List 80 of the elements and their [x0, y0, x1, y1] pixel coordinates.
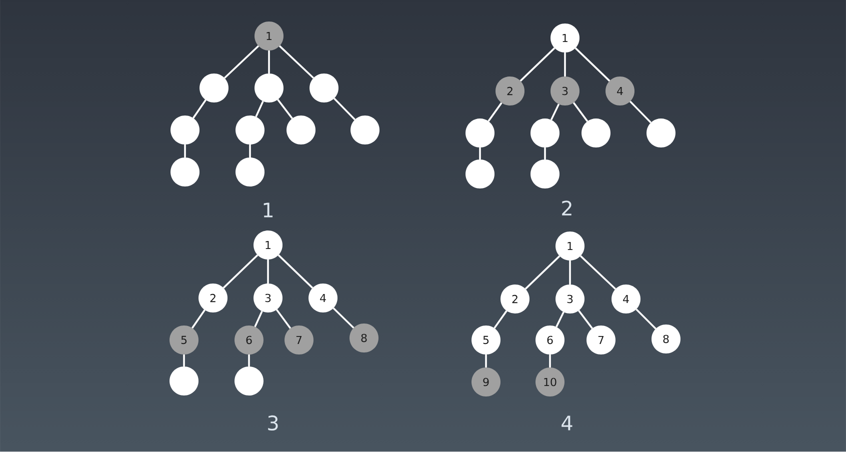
- tree-edge: [544, 148, 546, 160]
- tree-node: [582, 118, 610, 148]
- tree-node: 7: [586, 325, 616, 354]
- tree-node: 8: [350, 323, 378, 352]
- tree-edge: [334, 98, 356, 120]
- tree-node: 8: [652, 324, 680, 354]
- tree-node: 3: [550, 76, 580, 106]
- tree-node: [170, 158, 200, 186]
- tree-node: 4: [612, 284, 640, 314]
- tree-edge: [479, 148, 481, 160]
- tree-edge: [574, 47, 610, 82]
- tree-node: 6: [536, 325, 564, 354]
- tree-node: 4: [606, 76, 634, 106]
- tree-node: [310, 74, 338, 102]
- step-number: 3: [268, 415, 278, 431]
- tree-edge: [488, 102, 502, 122]
- tree-node: [170, 116, 200, 144]
- tree-edge: [192, 99, 207, 119]
- tree-node: 5: [472, 325, 500, 354]
- tree-edge: [485, 354, 487, 368]
- tree-node: [254, 74, 284, 102]
- tree-node: 1: [550, 24, 580, 52]
- tree-edge: [572, 102, 588, 122]
- tree-edge: [255, 100, 264, 118]
- tree-node: [466, 160, 494, 188]
- tree-edge: [248, 354, 250, 366]
- tree-edge: [550, 104, 560, 120]
- tree-edge: [249, 144, 251, 158]
- tree-edge: [276, 309, 292, 329]
- tree-edge: [332, 307, 354, 329]
- tree-node: 2: [198, 284, 228, 312]
- tree-node: 1: [254, 22, 284, 50]
- tree-edge: [277, 98, 293, 119]
- tree-node: 3: [556, 284, 584, 314]
- tree-edge: [494, 310, 508, 329]
- tree-node: [236, 116, 264, 144]
- tree-edge: [636, 308, 656, 330]
- tree-edge: [556, 312, 564, 328]
- tree-node: 6: [234, 325, 264, 354]
- tree-edge: [268, 50, 270, 74]
- tree-node: 2: [500, 284, 530, 314]
- tree-node: [170, 366, 198, 396]
- tree-node: 1: [254, 230, 282, 260]
- tree-edge: [549, 354, 551, 368]
- tree-node: 4: [308, 284, 338, 312]
- tree-edge: [524, 255, 560, 290]
- tree-node: [234, 366, 264, 396]
- tree-node: [530, 160, 560, 188]
- tree-node: 2: [496, 76, 524, 106]
- tree-node: 5: [170, 325, 198, 354]
- tree-edge: [564, 52, 566, 76]
- tree-edge: [254, 310, 263, 328]
- tree-edge: [578, 310, 593, 329]
- tree-edge: [629, 100, 652, 124]
- tree-node: 9: [472, 367, 500, 396]
- step-number: 1: [264, 202, 273, 218]
- tree-edge: [224, 45, 260, 79]
- tree-node: [646, 118, 676, 148]
- tree-edge: [222, 254, 258, 289]
- tree-edge: [278, 254, 314, 289]
- step-number: 2: [562, 200, 572, 216]
- tree-node: [466, 118, 494, 148]
- tree-edge: [520, 47, 556, 82]
- tree-node: 10: [536, 367, 564, 396]
- tree-edge: [580, 255, 616, 290]
- tree-node: [350, 116, 380, 144]
- tree-edge: [184, 144, 186, 158]
- tree-node: [286, 116, 316, 144]
- tree-node: 7: [284, 325, 314, 354]
- tree-edge: [569, 260, 571, 284]
- tree-edge: [267, 260, 269, 284]
- step-number: 4: [562, 416, 572, 430]
- tree-node: [530, 118, 560, 148]
- tree-edge: [278, 45, 314, 79]
- tree-node: [200, 74, 228, 102]
- tree-edge: [183, 354, 185, 366]
- tree-node: [236, 158, 264, 186]
- tree-edge: [192, 309, 206, 329]
- tree-node: 1: [556, 232, 584, 260]
- tree-node: 3: [254, 284, 282, 312]
